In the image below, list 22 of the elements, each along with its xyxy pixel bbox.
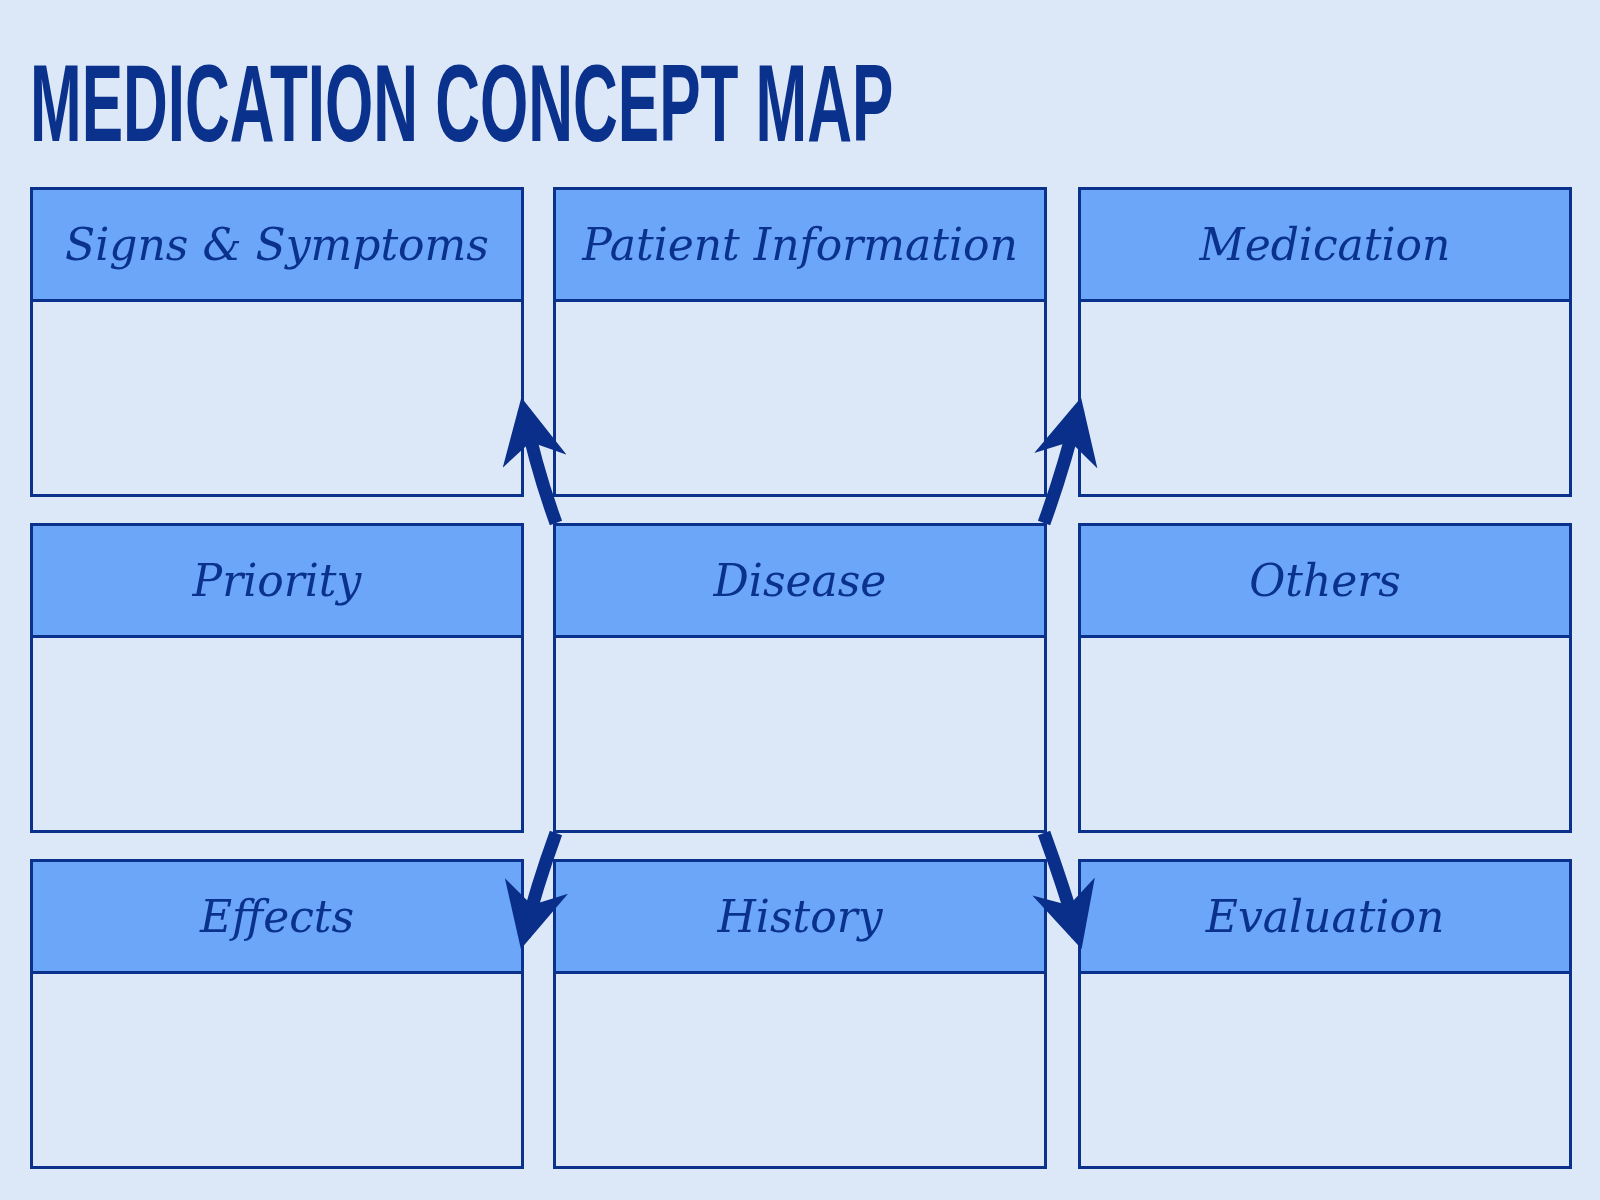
curved-arrow: [1032, 830, 1095, 949]
card-heading: Patient Information: [556, 190, 1044, 302]
card-heading: Others: [1081, 526, 1569, 638]
page-title: MEDICATION CONCEPT MAP: [30, 50, 894, 159]
concept-card: [1078, 187, 1572, 497]
concept-card: [30, 523, 524, 833]
concept-card: [1078, 859, 1572, 1169]
card-heading: Priority: [33, 526, 521, 638]
concept-card: [553, 859, 1047, 1169]
card-heading: Medication: [1081, 190, 1569, 302]
card-heading: Effects: [33, 862, 521, 974]
card-heading: History: [556, 862, 1044, 974]
concept-card: [553, 523, 1047, 833]
concept-card: [1078, 523, 1572, 833]
concept-card: [30, 859, 524, 1169]
concept-card: [30, 187, 524, 497]
card-heading: Signs & Symptoms: [33, 190, 521, 302]
curved-arrow: [1034, 397, 1098, 526]
card-heading: Evaluation: [1081, 862, 1569, 974]
card-heading: Disease: [556, 526, 1044, 638]
curved-arrow: [505, 830, 569, 950]
concept-card: [553, 187, 1047, 497]
